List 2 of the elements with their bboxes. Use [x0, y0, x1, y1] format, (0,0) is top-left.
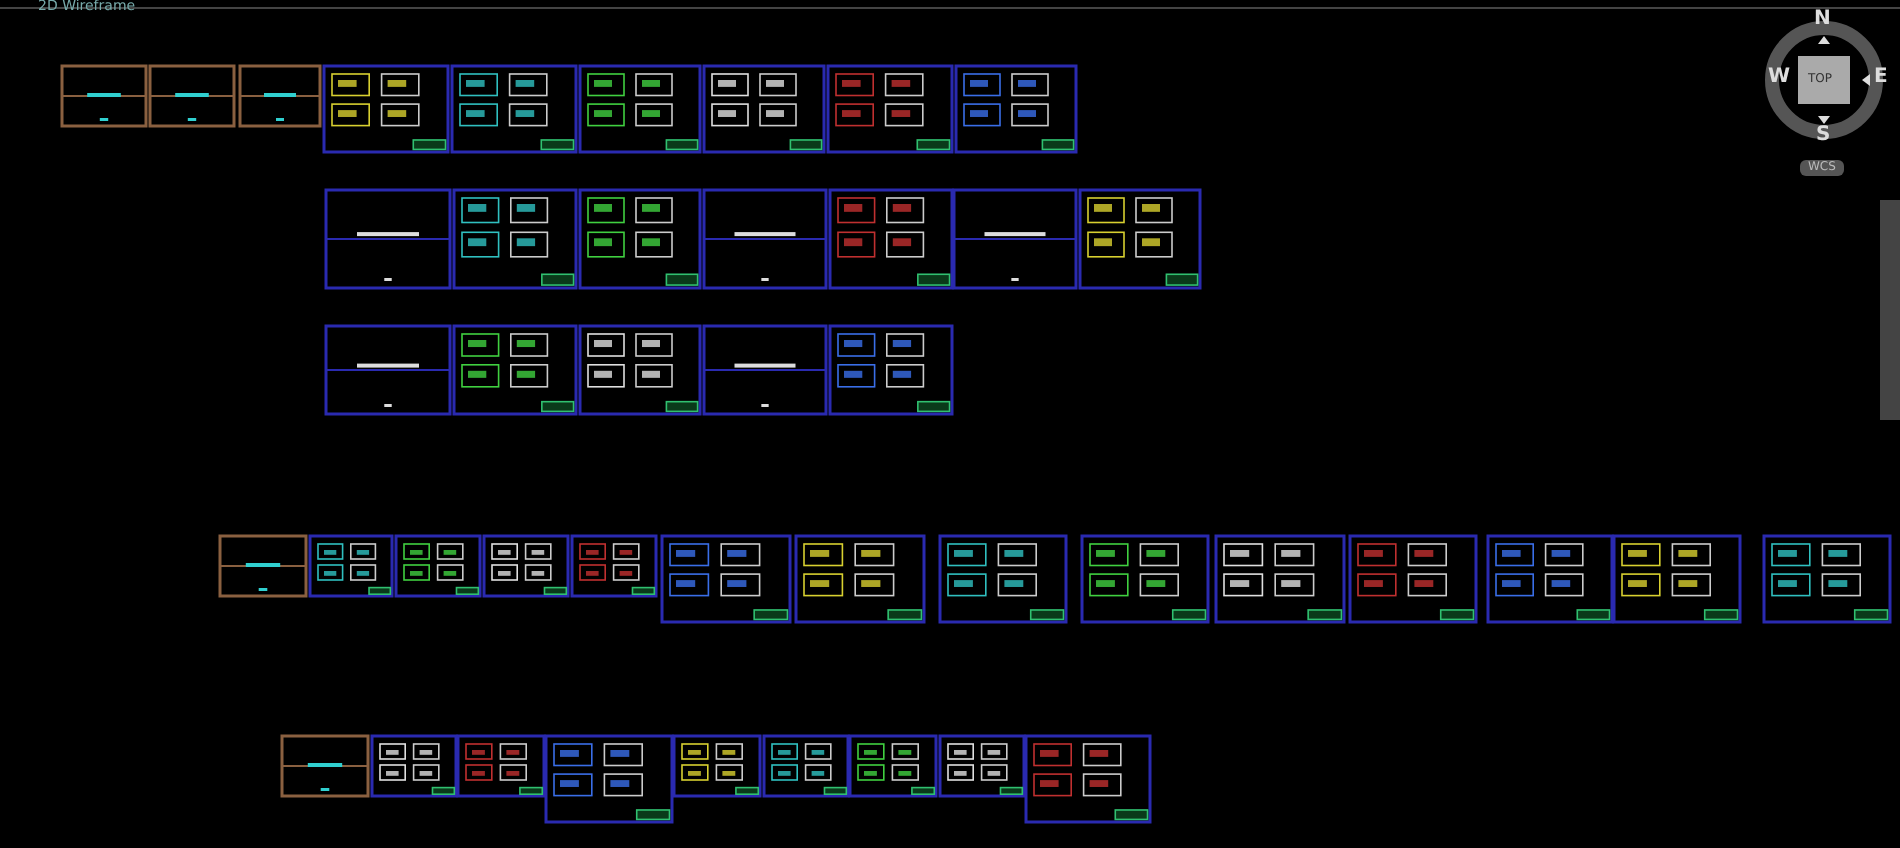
compass-direction: N — [1814, 10, 1831, 30]
compass-direction: W — [1768, 68, 1791, 88]
